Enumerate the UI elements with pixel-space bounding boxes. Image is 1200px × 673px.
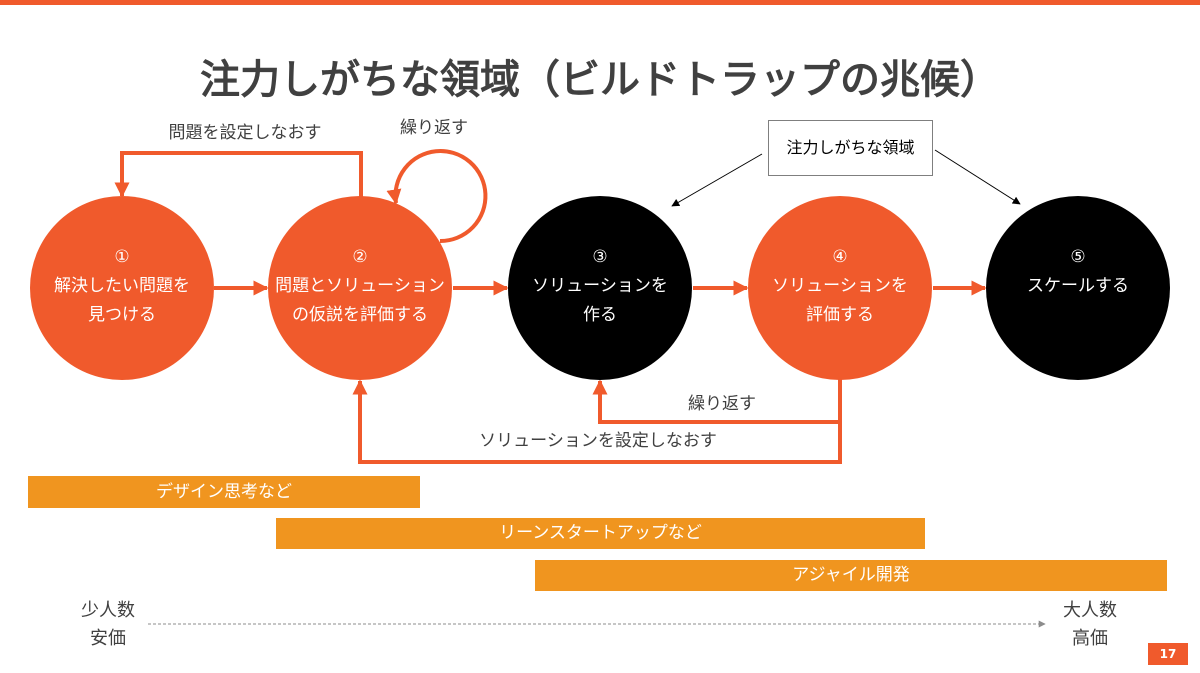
step-label-line1: 問題とソリューション — [275, 276, 445, 296]
approach-bar-design-thinking: デザイン思考など — [28, 476, 420, 508]
step-circle-4: ④ ソリューションを 評価する — [748, 196, 932, 380]
step-text: ① 解決したい問題を 見つける — [30, 243, 214, 330]
loop-label-repeat-hypothesis: 繰り返す — [400, 118, 468, 138]
step-label-line1: ソリューションを — [772, 276, 908, 296]
step-text: ③ ソリューションを 作る — [508, 243, 692, 330]
loop-redefine-problem-arrow — [114, 151, 363, 200]
approach-bar-agile: アジャイル開発 — [535, 560, 1167, 591]
step-label-line2: 評価する — [806, 305, 874, 325]
focus-area-callout: 注力しがちな領域 — [768, 120, 933, 176]
approach-bar-lean-startup: リーンスタートアップなど — [276, 518, 925, 549]
top-accent-bar — [0, 0, 1200, 5]
step-circle-3: ③ ソリューションを 作る — [508, 196, 692, 380]
step-circle-5: ⑤ スケールする — [986, 196, 1170, 380]
step-circle-1: ① 解決したい問題を 見つける — [30, 196, 214, 380]
step-text: ② 問題とソリューション の仮説を評価する — [268, 243, 452, 330]
loop-repeat-hypothesis-arrow — [386, 149, 488, 244]
slide-title: 注力しがちな領域（ビルドトラップの兆候） — [200, 57, 1000, 103]
step-label-line1: 解決したい問題を — [54, 276, 190, 296]
callout-pointer-step5 — [934, 149, 1021, 205]
loop-repeat-build-arrow — [592, 379, 840, 424]
step-number: ⑤ — [1070, 247, 1086, 267]
callout-pointer-step3 — [671, 153, 763, 207]
loop-label-repeat-build: 繰り返す — [688, 394, 756, 414]
scale-right-line2: 高価 — [1072, 628, 1108, 649]
scale-right-label: 大人数 高価 — [1050, 597, 1130, 653]
loop-redefine-solution-arrow — [352, 376, 842, 464]
step-text: ④ ソリューションを 評価する — [748, 243, 932, 330]
step-number: ③ — [592, 247, 608, 267]
loop-label-redefine-solution: ソリューションを設定しなおす — [479, 431, 717, 451]
scale-right-line1: 大人数 — [1063, 600, 1117, 621]
step-circle-2: ② 問題とソリューション の仮説を評価する — [268, 196, 452, 380]
step-label-line1: スケールする — [1027, 276, 1129, 296]
step-number: ④ — [832, 247, 848, 267]
step-number: ② — [352, 247, 368, 267]
loop-label-redefine-problem: 問題を設定しなおす — [168, 123, 322, 143]
scale-left-label: 少人数 安価 — [68, 597, 148, 653]
step-label-line2: 作る — [583, 305, 617, 325]
page-number: 17 — [1148, 643, 1188, 665]
step-label-line2: の仮説を評価する — [292, 305, 428, 325]
step-label-line1: ソリューションを — [532, 276, 668, 296]
scale-left-line2: 安価 — [90, 628, 126, 649]
scale-left-line1: 少人数 — [81, 600, 135, 621]
step-text: ⑤ スケールする — [986, 243, 1170, 301]
step-number: ① — [114, 247, 130, 267]
step-label-line2: 見つける — [88, 305, 156, 325]
